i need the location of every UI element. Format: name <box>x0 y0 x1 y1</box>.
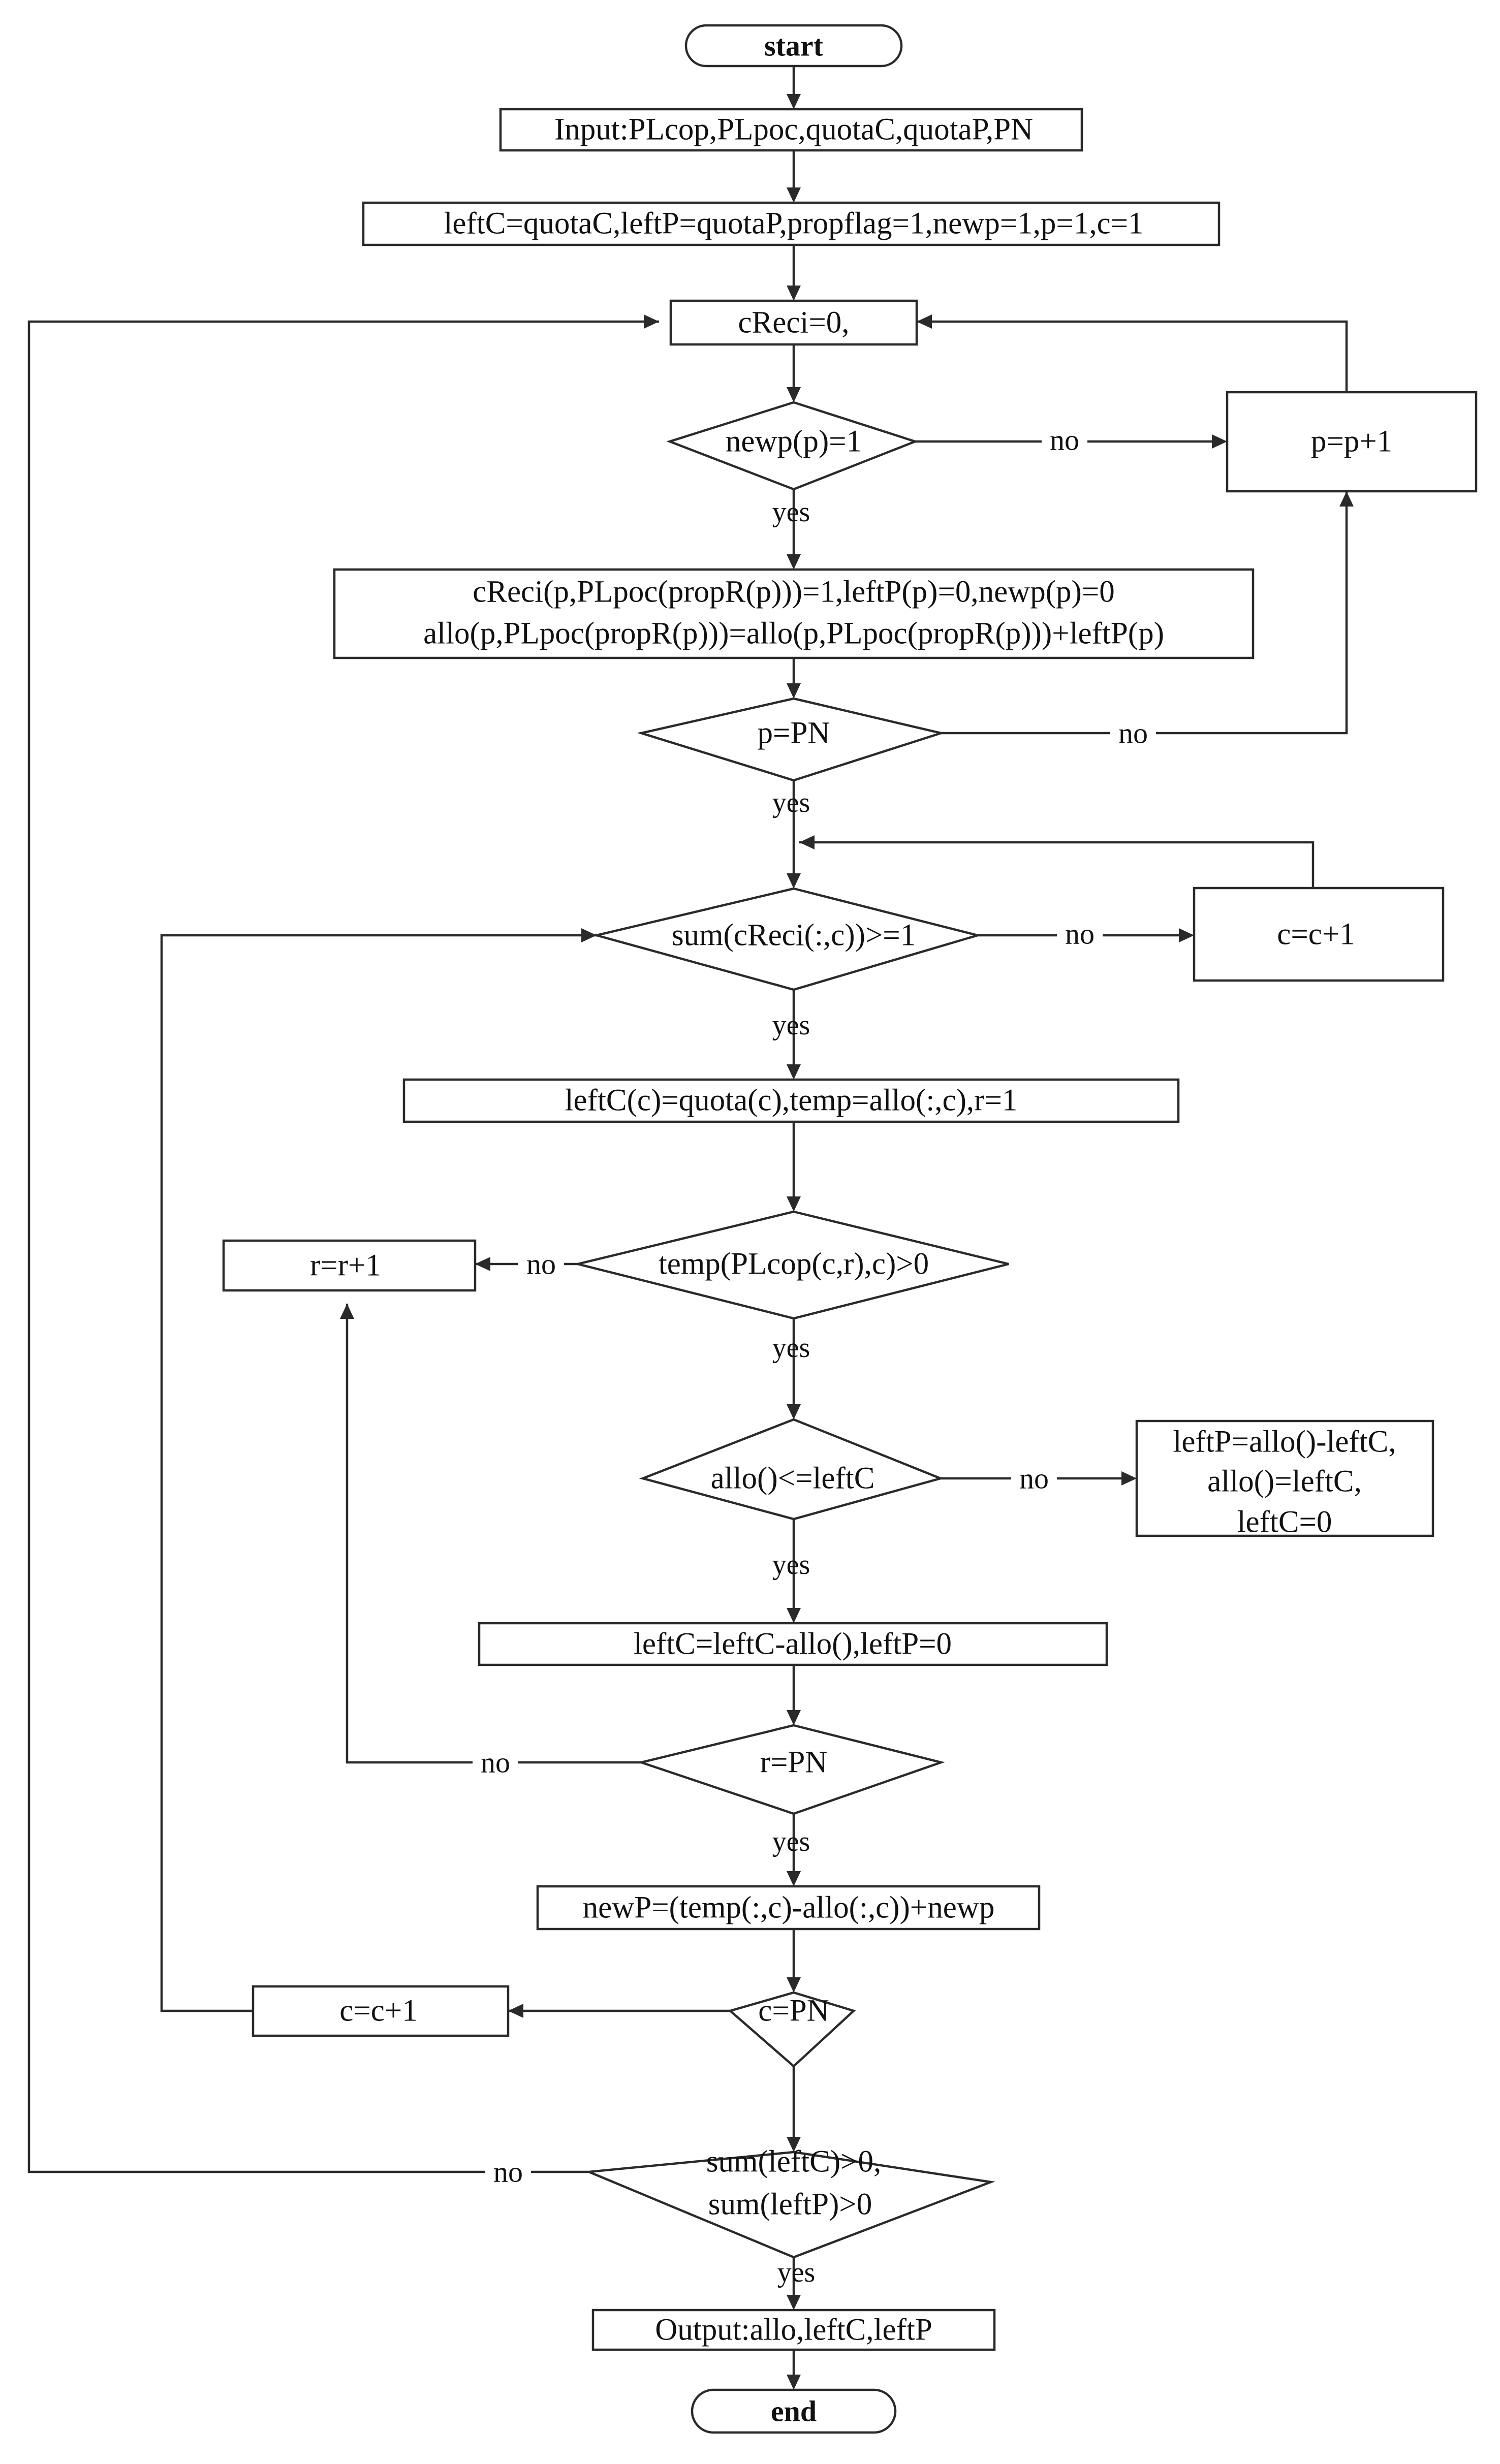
c-increment-top-box <box>1193 887 1445 982</box>
final-check-label-line2: sum(leftP)>0 <box>708 2188 872 2222</box>
c-eq-pn-label: c=PN <box>758 1994 829 2028</box>
p-increment-box <box>1226 391 1478 493</box>
label-no-newp: no <box>1050 424 1079 457</box>
c-increment-bottom-label: c=c+1 <box>339 1994 417 2028</box>
end-label: end <box>771 2395 817 2428</box>
allo-check-label: allo()<=leftC <box>711 1462 875 1496</box>
label-yes-p-eq-pn: yes <box>772 787 810 818</box>
label-no-final-check: no <box>493 2156 523 2189</box>
start-label: start <box>764 29 824 62</box>
label-no-allo-check: no <box>1019 1462 1049 1495</box>
p-eq-pn-diamond <box>637 697 946 782</box>
init-box <box>362 201 1221 246</box>
c-eq-pn-diamond <box>728 1991 856 2068</box>
newp-update-label: newP=(temp(:,c)-allo(:,c))+newp <box>583 1891 995 1925</box>
assign-label-line2: allo(p,PLpoc(propR(p)))=allo(p,PLpoc(pro… <box>423 617 1164 651</box>
sum-creci-label: sum(cReci(:,c))>=1 <box>672 919 916 953</box>
assign-box <box>333 568 1255 659</box>
r-increment-box <box>222 1239 477 1292</box>
output-box <box>591 2309 996 2351</box>
allo-check-diamond <box>639 1418 945 1521</box>
p-increment-label: p=p+1 <box>1311 425 1392 459</box>
temp-check-diamond <box>577 1210 1009 1320</box>
label-no-temp-check: no <box>526 1248 556 1281</box>
temp-check-label: temp(PLcop(c,r),c)>0 <box>659 1247 929 1281</box>
input-label: Input:PLcop,PLpoc,quotaC,quotaP,PN <box>554 113 1033 147</box>
input-box <box>499 108 1083 152</box>
label-yes-allo-check: yes <box>772 1549 810 1581</box>
c-increment-bottom-box <box>252 1985 510 2037</box>
output-label: Output:allo,leftC,leftP <box>655 2313 932 2347</box>
r-eq-pn-diamond <box>637 1724 945 1815</box>
c-increment-top-label: c=c+1 <box>1277 918 1355 952</box>
p-eq-pn-label: p=PN <box>758 716 830 750</box>
r-increment-label: r=r+1 <box>310 1249 381 1283</box>
leftp-adjust-label-line2: allo()=leftC, <box>1207 1465 1362 1499</box>
r-eq-pn-label: r=PN <box>760 1746 828 1780</box>
newp-update-box <box>536 1885 1041 1931</box>
connectors <box>27 66 1348 2375</box>
leftc-init-label: leftC(c)=quota(c),temp=allo(:,c),r=1 <box>565 1084 1018 1118</box>
label-yes-final-check: yes <box>777 2257 816 2288</box>
label-yes-sum-creci: yes <box>772 1009 810 1041</box>
init-label: leftC=quotaC,leftP=quotaP,propflag=1,new… <box>444 207 1143 241</box>
leftp-adjust-box <box>1135 1419 1434 1537</box>
final-check-diamond <box>588 2151 995 2259</box>
sum-creci-diamond <box>596 887 982 991</box>
newp-check-diamond <box>666 401 919 491</box>
label-no-r-eq-pn: no <box>481 1746 510 1779</box>
arrowheads <box>340 94 1354 2390</box>
label-no-sum-creci: no <box>1065 918 1095 951</box>
leftc-update-label: leftC=leftC-allo(),leftP=0 <box>634 1627 952 1661</box>
branch-labels: no yes no yes no yes no yes no yes no ye… <box>473 424 1156 2288</box>
leftc-init-box <box>402 1078 1180 1123</box>
label-yes-temp-check: yes <box>772 1332 810 1364</box>
label-yes-newp: yes <box>772 496 810 528</box>
leftp-adjust-label-line3: leftC=0 <box>1237 1505 1332 1539</box>
start-terminal <box>684 24 903 68</box>
assign-label-line1: cReci(p,PLpoc(propR(p)))=1,leftP(p)=0,ne… <box>473 575 1115 609</box>
label-yes-r-eq-pn: yes <box>772 1826 810 1857</box>
final-check-label-line1: sum(leftC)>0, <box>706 2145 881 2179</box>
label-no-p-eq-pn: no <box>1118 717 1148 750</box>
creci-reset-label: cReci=0, <box>738 306 849 340</box>
end-terminal <box>691 2388 897 2434</box>
leftp-adjust-label-line1: leftP=allo()-leftC, <box>1173 1425 1396 1459</box>
leftc-update-box <box>478 1622 1108 1666</box>
creci-reset-box <box>669 299 918 346</box>
newp-check-label: newp(p)=1 <box>726 425 862 459</box>
